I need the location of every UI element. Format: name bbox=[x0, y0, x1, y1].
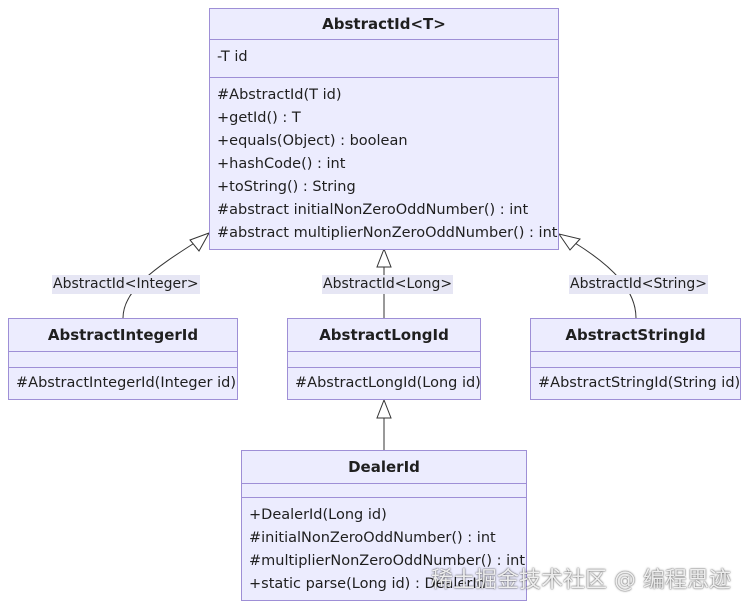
attributes-section bbox=[9, 352, 237, 368]
method: #initialNonZeroOddNumber() : int bbox=[249, 530, 496, 546]
class-name: DealerId bbox=[242, 451, 526, 484]
attributes-section bbox=[531, 352, 740, 368]
method: +equals(Object) : boolean bbox=[217, 133, 408, 149]
methods-section: #AbstractId(T id) +getId() : T +equals(O… bbox=[210, 78, 558, 245]
method: #AbstractLongId(Long id) bbox=[295, 375, 481, 391]
attributes-section: -T id bbox=[210, 40, 558, 78]
class-dealer-id: DealerId +DealerId(Long id) #initialNonZ… bbox=[241, 450, 527, 601]
class-abstract-string-id: AbstractStringId #AbstractStringId(Strin… bbox=[530, 318, 741, 400]
attribute: -T id bbox=[217, 49, 248, 65]
methods-section: #AbstractIntegerId(Integer id) bbox=[9, 368, 237, 395]
edge-label-long: AbstractId<Long> bbox=[322, 275, 454, 294]
method: #AbstractId(T id) bbox=[217, 87, 342, 103]
arrowhead-integer bbox=[189, 232, 211, 252]
edge-label-integer: AbstractId<Integer> bbox=[52, 275, 200, 294]
method: +static parse(Long id) : DealerId bbox=[249, 576, 486, 592]
method: #multiplierNonZeroOddNumber() : int bbox=[249, 553, 526, 569]
arrowhead-long bbox=[376, 247, 392, 268]
methods-section: #AbstractLongId(Long id) bbox=[288, 368, 481, 395]
attributes-section bbox=[242, 484, 526, 498]
edge-label-string: AbstractId<String> bbox=[569, 275, 709, 294]
class-abstract-integer-id: AbstractIntegerId #AbstractIntegerId(Int… bbox=[8, 318, 238, 400]
class-abstract-long-id: AbstractLongId #AbstractLongId(Long id) bbox=[287, 318, 481, 400]
arrowhead-string bbox=[557, 233, 581, 251]
method: #AbstractIntegerId(Integer id) bbox=[16, 375, 236, 391]
class-name: AbstractLongId bbox=[288, 319, 480, 352]
method: #AbstractStringId(String id) bbox=[538, 375, 741, 391]
methods-section: #AbstractStringId(String id) bbox=[531, 368, 740, 395]
watermark: 稀土掘金技术社区 @ 编程思迹 bbox=[431, 568, 731, 593]
method: #abstract initialNonZeroOddNumber() : in… bbox=[217, 202, 529, 218]
class-abstract-id: AbstractId<T> -T id #AbstractId(T id) +g… bbox=[209, 8, 559, 250]
class-name: AbstractId<T> bbox=[210, 9, 558, 40]
attributes-section bbox=[288, 352, 480, 368]
methods-section: +DealerId(Long id) #initialNonZeroOddNum… bbox=[242, 498, 526, 596]
class-name: AbstractStringId bbox=[531, 319, 740, 352]
arrowhead-dealer bbox=[376, 398, 392, 419]
method: +hashCode() : int bbox=[217, 156, 346, 172]
method: +getId() : T bbox=[217, 110, 301, 126]
class-name: AbstractIntegerId bbox=[9, 319, 237, 352]
method: +toString() : String bbox=[217, 179, 356, 195]
method: +DealerId(Long id) bbox=[249, 507, 387, 523]
method: #abstract multiplierNonZeroOddNumber() :… bbox=[217, 225, 558, 241]
